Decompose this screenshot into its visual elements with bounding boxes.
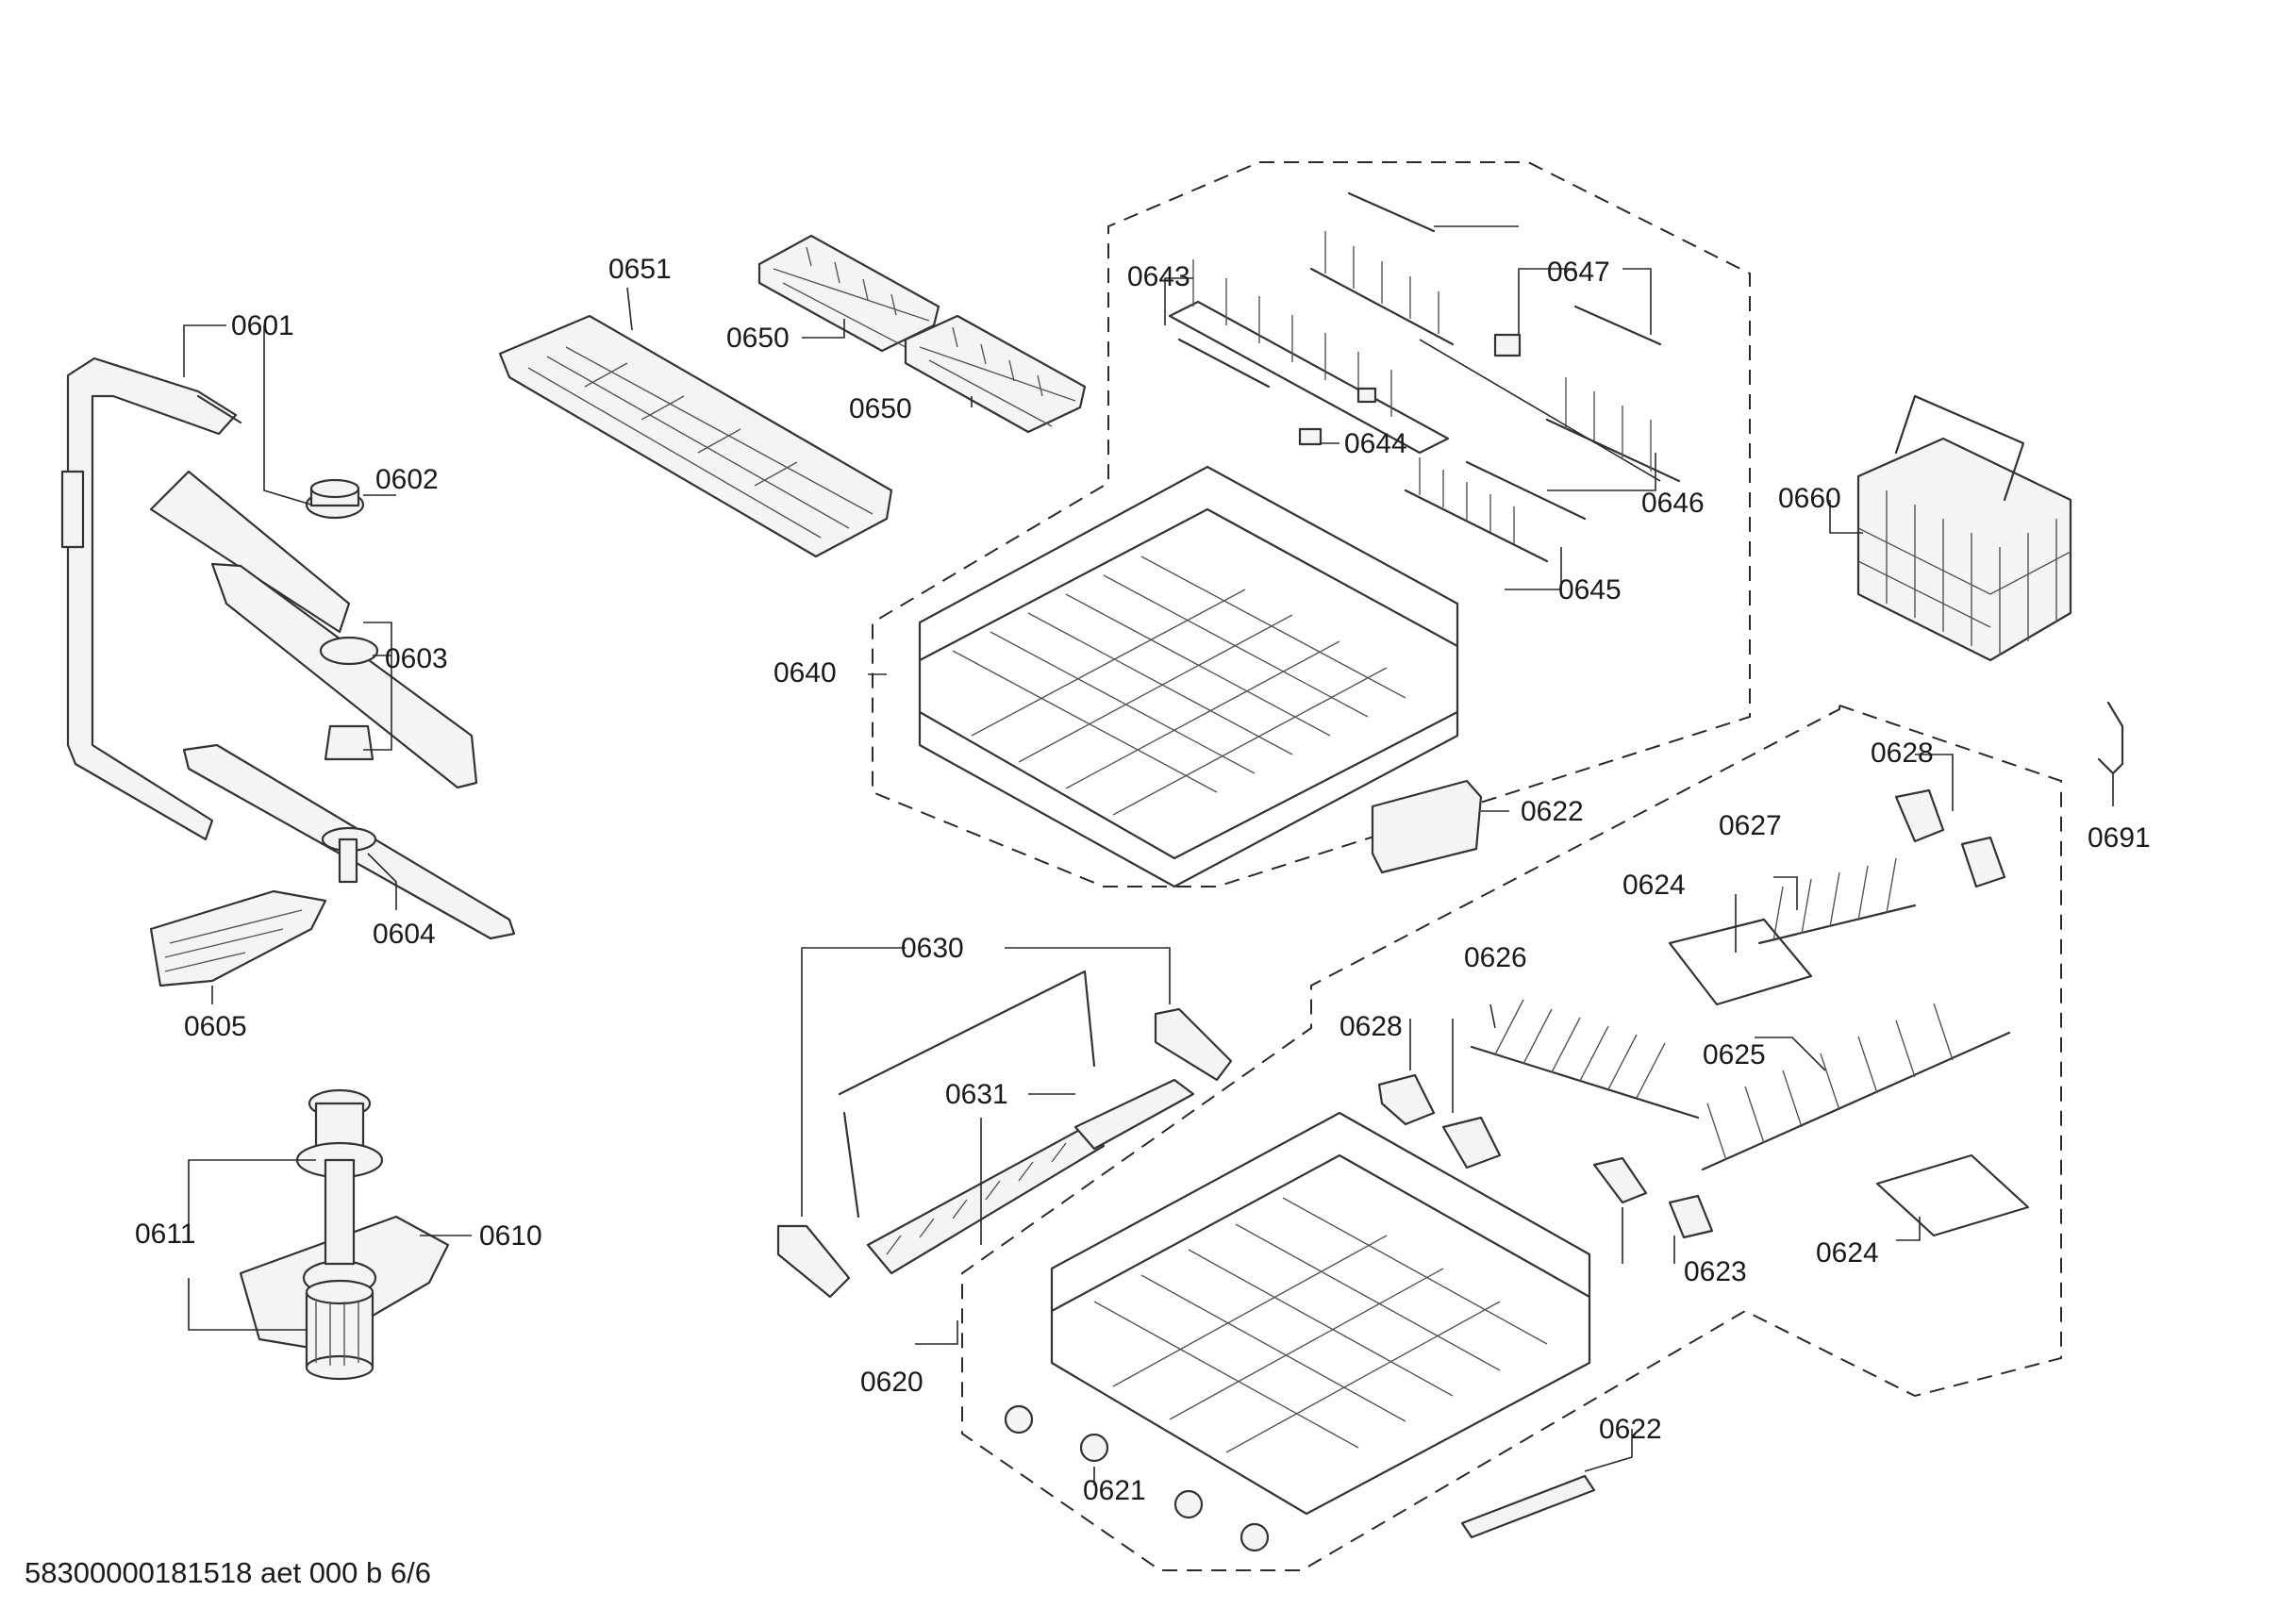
label-0621: 0621 [1083,1475,1146,1506]
label-0604: 0604 [373,919,436,950]
label-0611: 0611 [135,1219,196,1250]
label-0645: 0645 [1558,574,1622,605]
wire-holder-0630 [776,970,1233,1299]
upper-spray-arm-0603 [149,470,478,789]
tine-row-0647 [1309,191,1455,346]
label-0660: 0660 [1778,483,1841,514]
label-0620: 0620 [860,1367,923,1398]
label-0646: 0646 [1641,488,1705,519]
lower-spray-arm-0604 [182,743,516,940]
label-0626: 0626 [1464,942,1527,973]
clip-0644 [1298,387,1377,446]
label-0644: 0644 [1344,428,1407,459]
lower-basket-group-outline [961,704,2062,1571]
label-0628-upper: 0628 [1871,738,1934,769]
upper-basket-group-outline [872,161,1751,887]
document-id: 58300000181518 aet 000 b 6/6 [25,1556,431,1589]
rack-insert-0650-b [904,314,1087,434]
holder-0631 [866,1078,1195,1275]
label-0650-b: 0650 [849,393,912,424]
label-0630: 0630 [901,933,964,964]
clip-set-0624-lower [1875,1153,2030,1237]
clips-0628-lower [1377,1073,1502,1169]
label-0627: 0627 [1719,810,1782,841]
fine-filter-0611 [295,1088,384,1381]
label-0624-lower: 0624 [1816,1237,1879,1269]
lower-basket-0620 [1050,1111,1591,1516]
cutlery-basket-0660 [1856,394,2072,662]
label-0628-lower: 0628 [1339,1011,1403,1042]
filter-cover-0605 [149,889,327,987]
label-0625: 0625 [1703,1039,1766,1070]
spray-pipe-0601 [60,357,242,841]
rack-insert-0650-a [757,234,940,353]
label-0643: 0643 [1127,261,1190,292]
label-0622-upper: 0622 [1521,796,1584,827]
label-0640: 0640 [774,657,837,688]
tine-row-0626 [1470,999,1700,1120]
tine-row-0627 [1757,857,1917,945]
label-0623: 0623 [1684,1256,1747,1287]
wheels-0621 [1004,1404,1270,1552]
label-0602: 0602 [375,464,439,495]
cutlery-tray-0651 [498,314,893,558]
tine-row-0625 [1701,1003,2011,1171]
basket-handle-0622-upper [1371,779,1483,874]
handle-0691 [2097,701,2124,775]
basket-handle-0622-lower [1460,1474,1596,1539]
tine-row-0646 [1493,305,1681,483]
label-0691: 0691 [2088,822,2151,854]
label-0650-a: 0650 [726,323,790,354]
leader-lines [183,225,2114,1485]
upper-basket-0640 [918,465,1459,888]
clip-set-0624-upper [1668,918,1813,1006]
label-0624-upper: 0624 [1622,870,1686,901]
label-0622-lower: 0622 [1599,1414,1662,1445]
tine-row-0643 [1168,259,1450,455]
callouts: 0601 0602 0603 0604 0605 0610 0611 0651 … [135,254,2151,1506]
clips-0623 [1592,1156,1714,1239]
nut-0602 [305,478,365,520]
clips-0628-upper [1894,788,2006,888]
label-0651: 0651 [608,254,672,285]
label-0601: 0601 [231,310,294,341]
label-0631: 0631 [945,1079,1008,1110]
label-0647: 0647 [1547,257,1610,288]
label-0610: 0610 [479,1220,542,1252]
tine-row-0645 [1404,457,1587,563]
label-0603: 0603 [385,643,448,674]
label-0605: 0605 [184,1011,247,1042]
